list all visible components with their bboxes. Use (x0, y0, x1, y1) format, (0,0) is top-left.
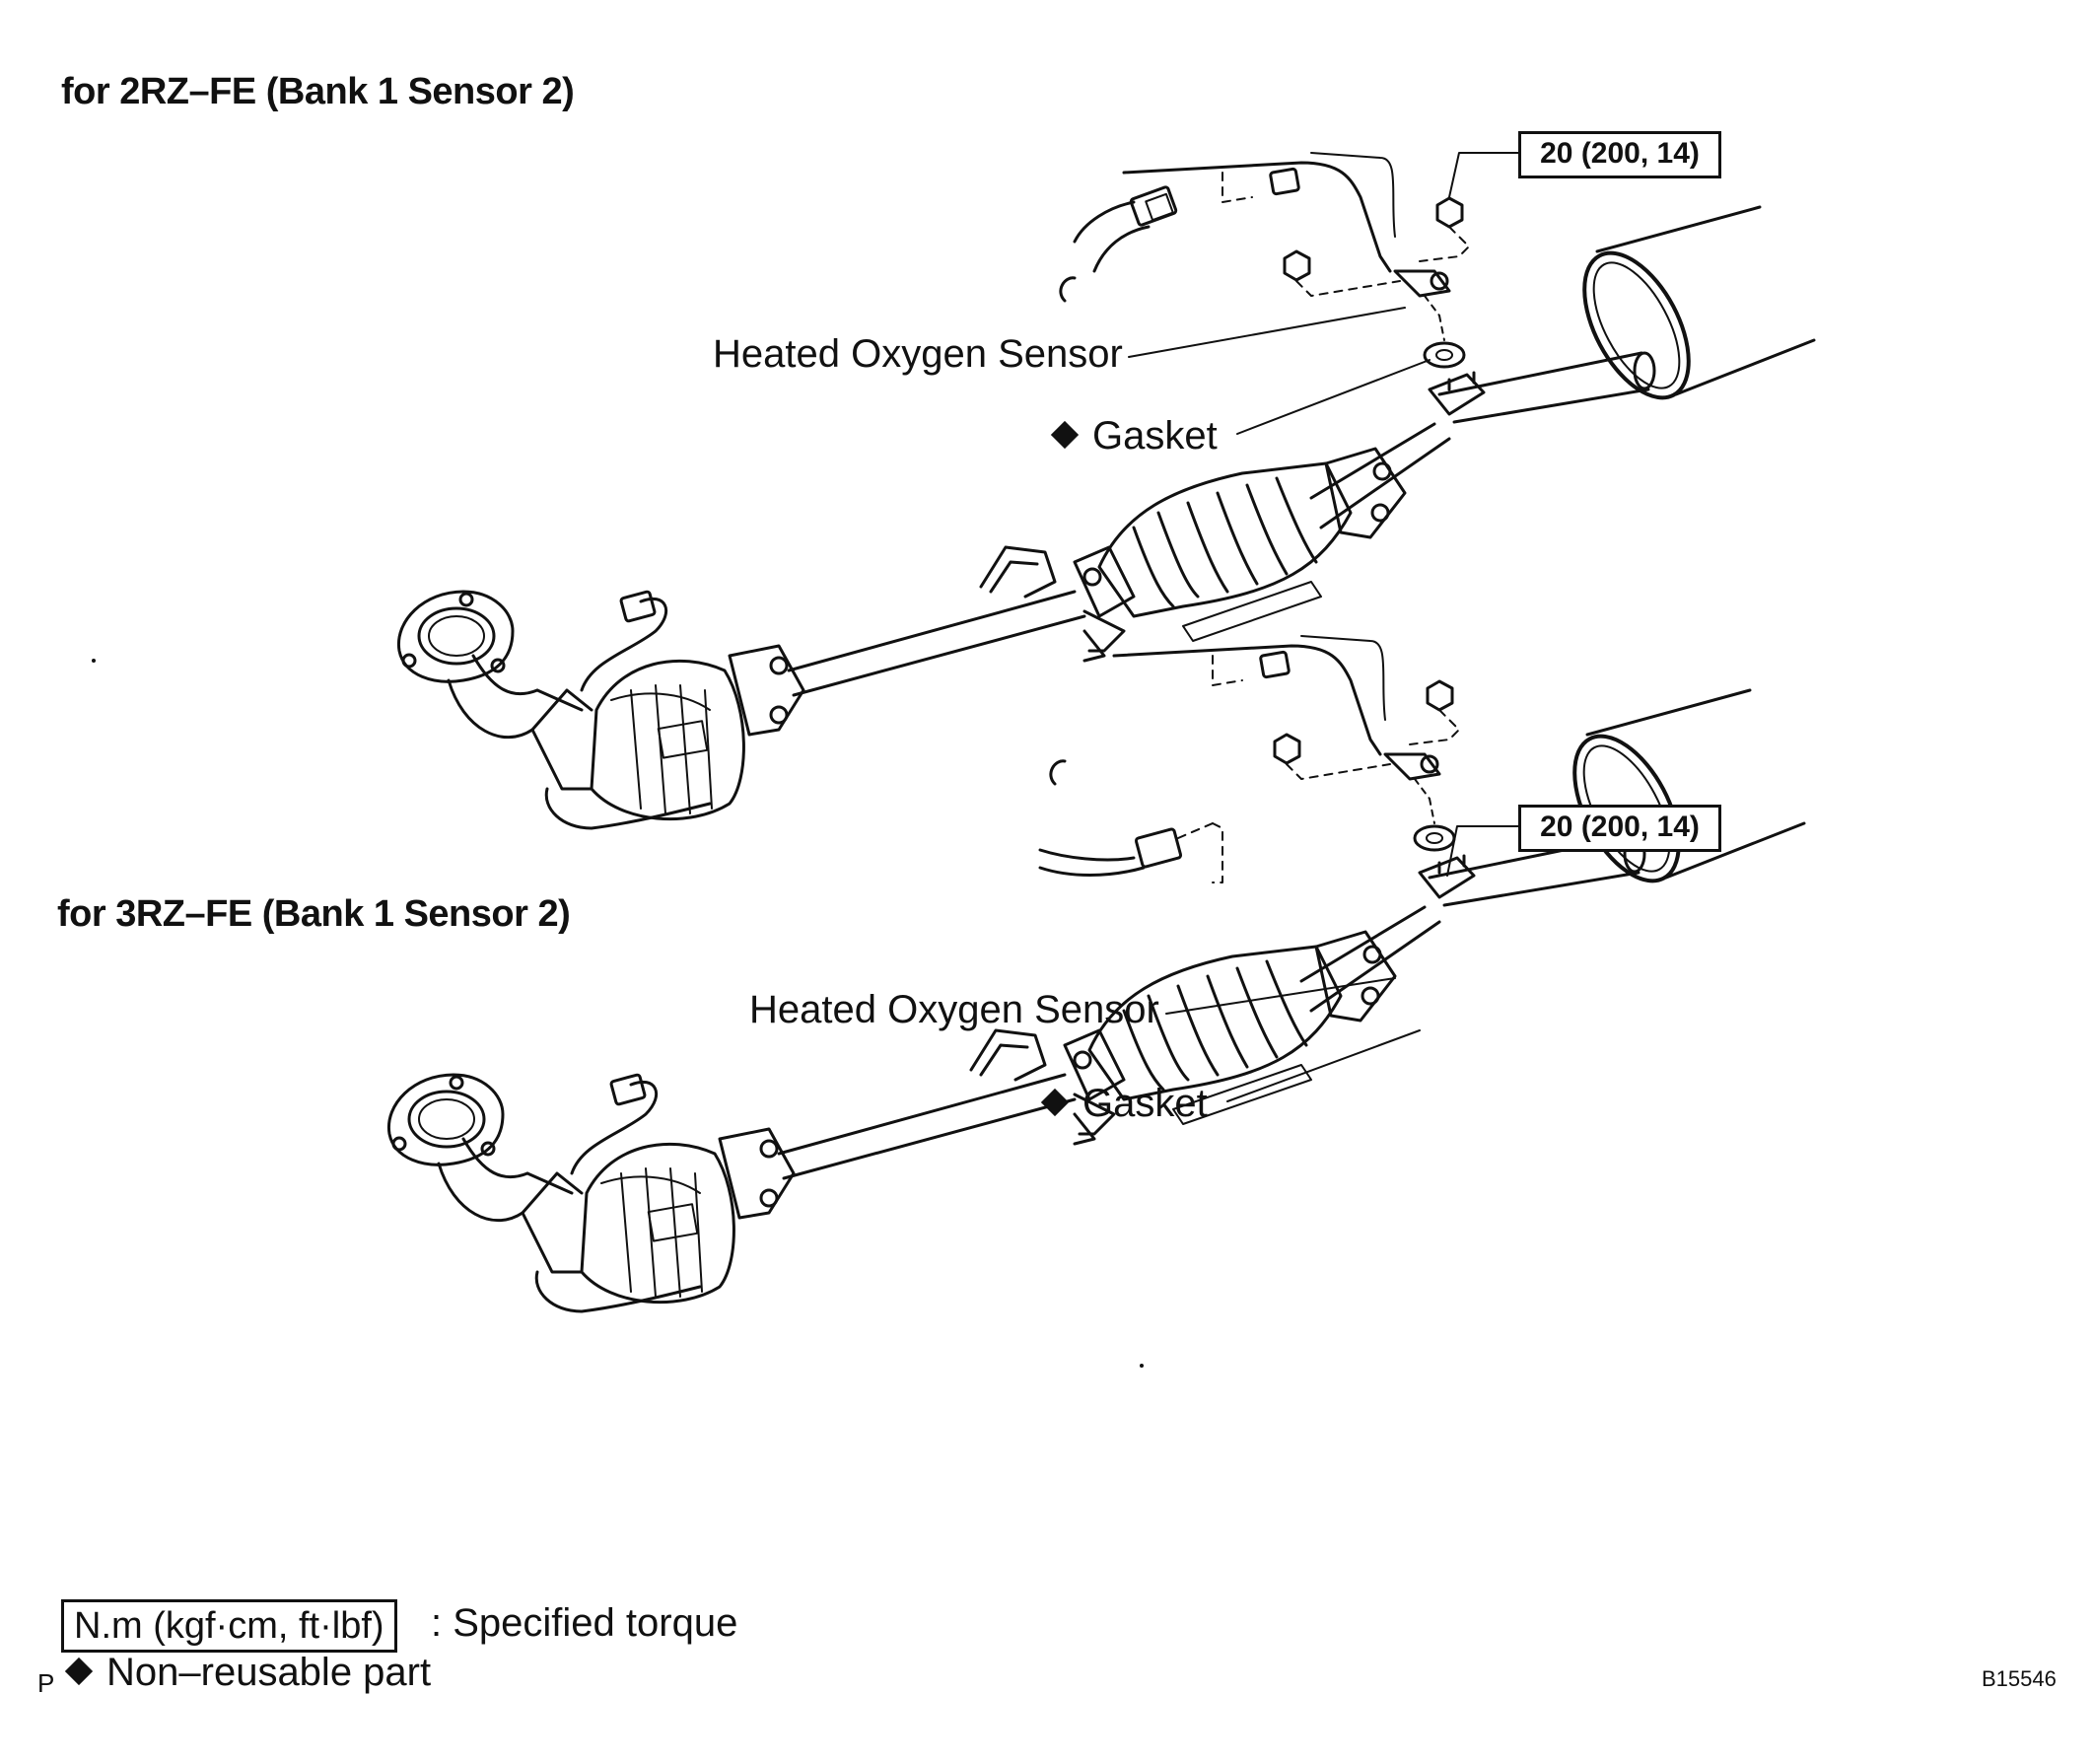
diamond-icon (1050, 420, 1080, 450)
lower-gasket-label: Gasket (1040, 1082, 1208, 1126)
legend-nonreusable: Non–reusable part (64, 1651, 432, 1695)
diamond-icon (64, 1657, 94, 1686)
legend-nonreusable-text: Non–reusable part (106, 1651, 432, 1694)
upper-exhaust-assembly (396, 151, 1816, 830)
upper-diagram-title: for 2RZ–FE (Bank 1 Sensor 2) (61, 71, 575, 112)
figure-code: B15546 (1982, 1666, 2057, 1691)
upper-gasket-label: Gasket (1050, 414, 1218, 459)
upper-gasket-text: Gasket (1092, 414, 1218, 458)
legend-marker: P (37, 1668, 55, 1698)
lower-connector-icon (1038, 822, 1223, 883)
lower-sensor-leader (1165, 977, 1396, 1015)
upper-torque-spec: 20 (200, 14) (1518, 131, 1721, 178)
lower-torque-leader (1446, 825, 1519, 877)
lower-exhaust-assembly (386, 634, 1806, 1313)
upper-connector-icon (1073, 185, 1178, 273)
upper-sensor-leader (1128, 307, 1406, 358)
lower-sensor-label: Heated Oxygen Sensor (749, 988, 1159, 1031)
upper-torque-leader (1448, 152, 1519, 198)
lower-gasket-leader (1226, 1029, 1421, 1102)
lower-torque-spec: 20 (200, 14) (1518, 805, 1721, 852)
legend-torque-desc: : Specified torque (431, 1601, 738, 1645)
lower-gasket-text: Gasket (1082, 1082, 1208, 1125)
legend-torque-units: N.m (kgf·cm, ft·lbf) (61, 1599, 397, 1653)
upper-sensor-label: Heated Oxygen Sensor (713, 332, 1123, 376)
upper-gasket-leader (1236, 359, 1431, 435)
diamond-icon (1040, 1088, 1070, 1117)
lower-diagram-title: for 3RZ–FE (Bank 1 Sensor 2) (57, 893, 571, 935)
